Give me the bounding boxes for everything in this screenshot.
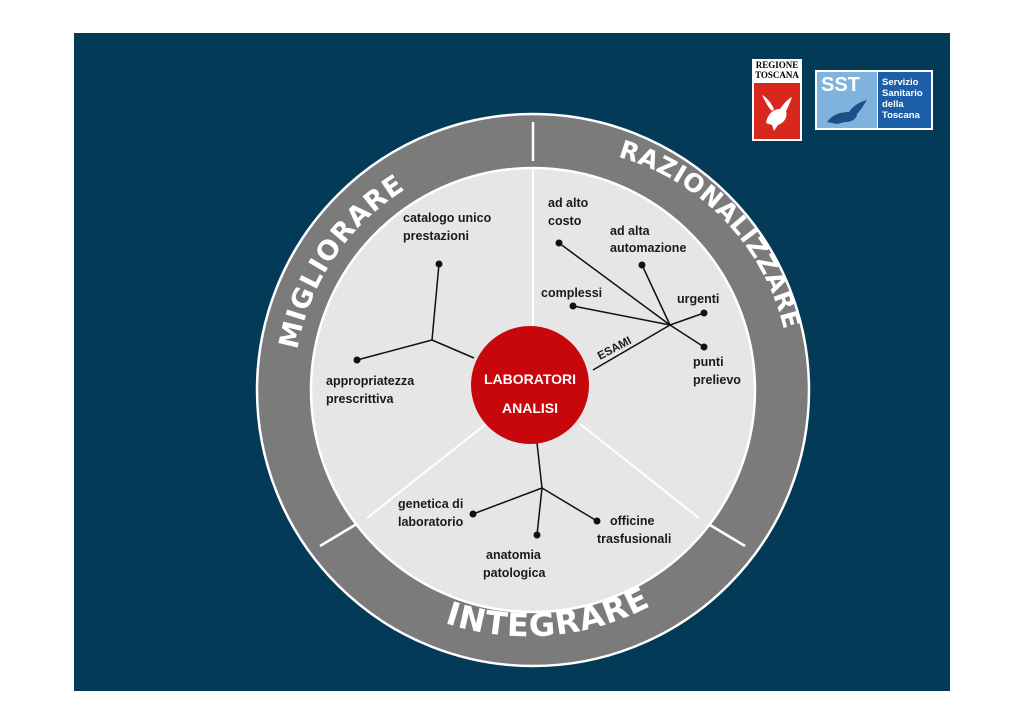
regione-toscana-logo: REGIONE TOSCANA — [752, 59, 802, 141]
inner-divider-left — [366, 423, 487, 519]
label-anatomia-2: patologica — [483, 566, 547, 580]
center-label-line2: ANALISI — [502, 400, 558, 416]
center-label-line1: LABORATORI — [484, 371, 576, 387]
label-catalogo-1: catalogo unico — [403, 211, 492, 225]
sst-text-panel: Servizio Sanitario della Toscana — [878, 72, 931, 128]
label-genetica-1: genetica di — [398, 497, 463, 511]
label-punti-prelievo-2: prelievo — [693, 373, 741, 387]
label-officine-1: officine — [610, 514, 654, 528]
sst-pegasus-icon — [827, 100, 867, 124]
label-punti-prelievo-1: punti — [693, 355, 724, 369]
label-anatomia-1: anatomia — [486, 548, 542, 562]
label-alta-automazione-1: ad alta — [610, 224, 651, 238]
branch-lines — [356, 242, 705, 536]
sst-mark-panel: SST — [817, 72, 877, 128]
label-officine-2: trasfusionali — [597, 532, 671, 546]
label-alta-automazione-2: automazione — [610, 241, 686, 255]
sst-logo: SST Servizio Sanitario della Toscana — [815, 70, 933, 130]
sst-mark: SST — [821, 74, 860, 96]
sst-text-line4: Toscana — [882, 110, 920, 121]
label-alto-costo-2: costo — [548, 214, 582, 228]
label-genetica-2: laboratorio — [398, 515, 464, 529]
logo-regione-line2: TOSCANA — [755, 70, 799, 80]
center-circle — [471, 326, 589, 444]
label-urgenti: urgenti — [677, 292, 719, 306]
inner-divider-right — [579, 423, 700, 519]
label-complessi: complessi — [541, 286, 602, 300]
label-alto-costo-1: ad alto — [548, 196, 589, 210]
sst-text-line3: della — [882, 99, 904, 110]
logo-regione-line1: REGIONE — [755, 60, 799, 70]
label-appropriatezza-2: prescrittiva — [326, 392, 394, 406]
label-catalogo-2: prestazioni — [403, 229, 469, 243]
branch-endpoints — [353, 239, 708, 539]
pegasus-shield-icon — [754, 83, 800, 139]
label-appropriatezza-1: appropriatezza — [326, 374, 415, 388]
sst-text-line2: Sanitario — [882, 88, 923, 99]
sst-text-line1: Servizio — [882, 77, 919, 88]
